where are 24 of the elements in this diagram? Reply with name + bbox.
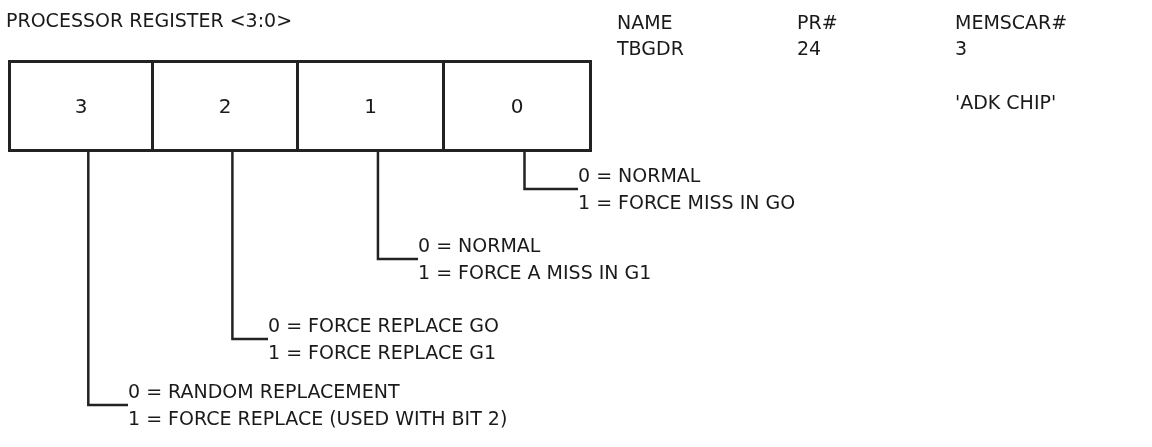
- column-header: PR#: [797, 10, 838, 34]
- register-name: TBGDR: [617, 36, 684, 60]
- register-title: PROCESSOR REGISTER <3:0>: [6, 8, 293, 32]
- bit-value-description: 1 = FORCE A MISS IN G1: [418, 260, 652, 285]
- bit-cell: 2: [151, 60, 299, 152]
- bit-cell: 0: [442, 60, 592, 152]
- leader-line: [523, 152, 578, 191]
- memscar-number: 3: [955, 36, 968, 60]
- bit-value-description: 1 = FORCE REPLACE G1: [268, 340, 497, 365]
- chip-note: 'ADK CHIP': [955, 90, 1057, 114]
- bit-value-description: 1 = FORCE MISS IN GO: [578, 190, 796, 215]
- column-header: NAME: [617, 10, 673, 34]
- bit-value-description: 0 = NORMAL: [418, 233, 542, 258]
- bit-value-description: 0 = RANDOM REPLACEMENT: [128, 379, 401, 404]
- bit-cell: 3: [8, 60, 154, 152]
- register-number: 24: [797, 36, 822, 60]
- leader-line: [87, 152, 128, 407]
- bit-value-description: 0 = NORMAL: [578, 163, 702, 188]
- leader-line: [376, 152, 418, 261]
- bit-value-description: 0 = FORCE REPLACE GO: [268, 313, 499, 338]
- leader-line: [231, 152, 268, 341]
- bit-cell: 1: [296, 60, 445, 152]
- bit-value-description: 1 = FORCE REPLACE (USED WITH BIT 2): [128, 406, 508, 431]
- column-header: MEMSCAR#: [955, 10, 1068, 34]
